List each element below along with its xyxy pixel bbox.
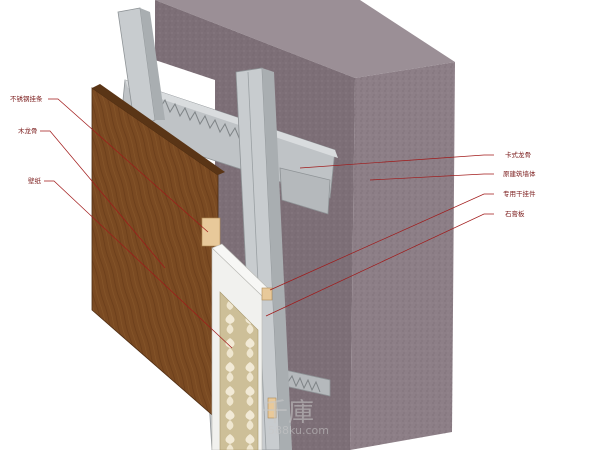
label-dedicated-hanger: 专用干挂件 [503,190,536,198]
masonry-wall-top [155,0,455,78]
leader-clip-keel [299,154,494,169]
label-masonry-wall: 原建筑墙体 [503,170,536,178]
wood-panel [91,84,225,421]
wood-keel-block-lower [267,397,277,419]
leader-wall-panel [44,180,233,349]
wood-keel-block [201,217,221,247]
watermark-brand: 千庫 [262,398,315,428]
label-wall-panel: 壁纸 [28,177,41,185]
leader-stainless-hanger [48,98,209,233]
label-clip-keel: 卡式龙骨 [505,151,531,159]
label-stainless-hanger: 不锈钢挂条 [10,95,43,103]
wallpaper-surface [219,291,259,450]
leader-masonry-wall [369,173,494,181]
leader-lines [40,98,494,349]
clip-keel-horizontal [119,79,338,215]
label-wood-keel: 木龙骨 [18,127,38,135]
wood-panel-edge [92,84,225,175]
dedicated-hanger-clip [261,287,273,301]
vertical-keel-back [117,7,165,129]
leader-wood-keel [40,130,166,269]
leader-gypsum-board [265,213,494,317]
label-gypsum-board: 石膏板 [505,210,525,218]
watermark-site: 588ku.com [268,424,329,437]
leader-dedicated-hanger [269,193,494,291]
